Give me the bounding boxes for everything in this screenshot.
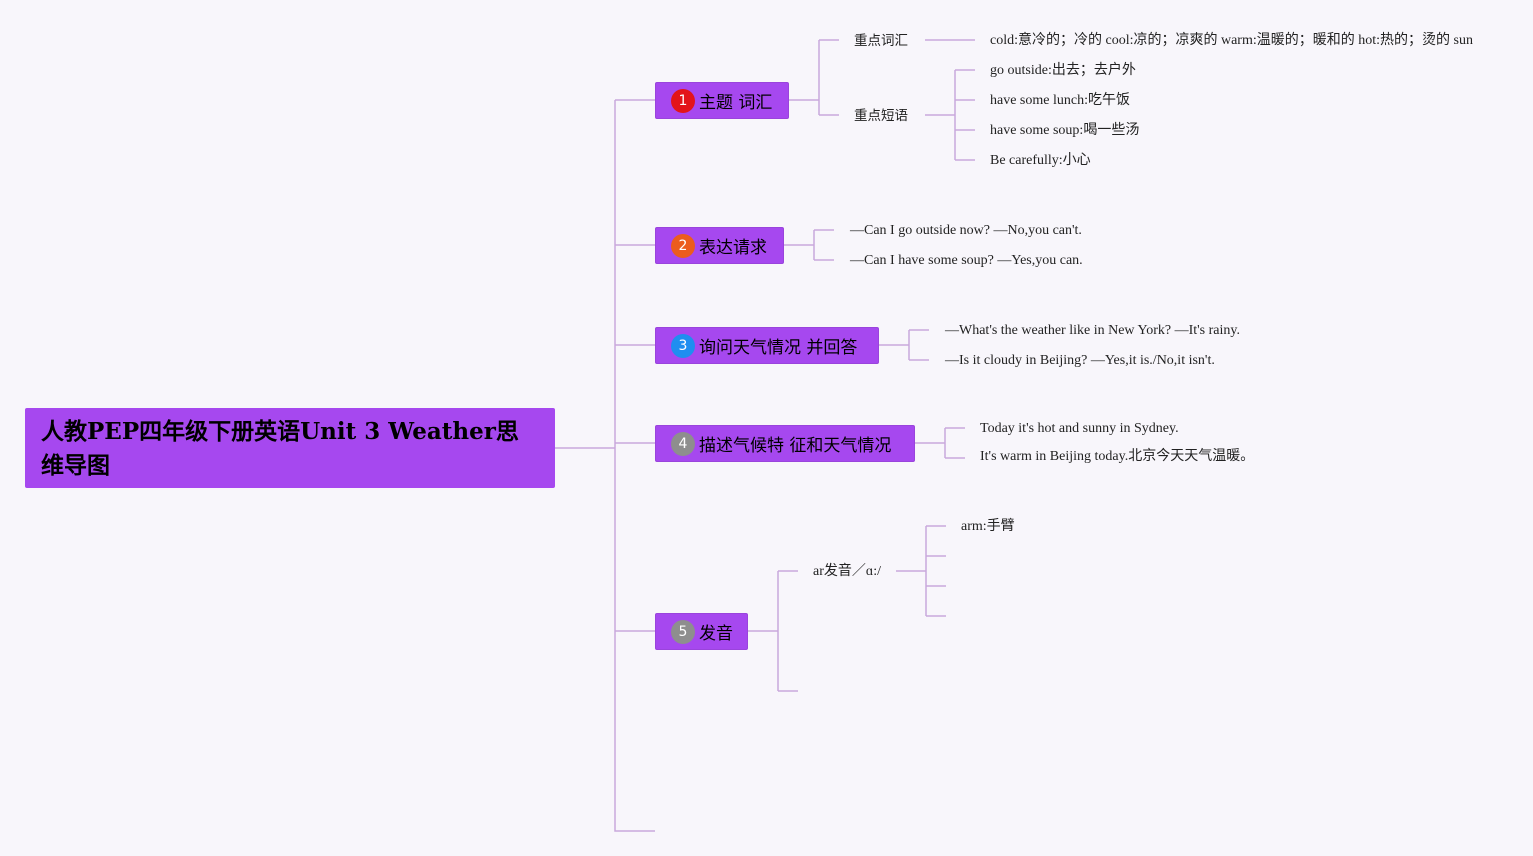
topic-5-label: 发音 bbox=[699, 624, 733, 644]
leaf-weather-question-1[interactable]: —What's the weather like in New York? —I… bbox=[945, 323, 1240, 338]
priority-1-icon: 1 bbox=[671, 88, 695, 113]
leaf-key-words-list[interactable]: cold:意冷的；冷的 cool:凉的；凉爽的 warm:温暖的；暖和的 hot… bbox=[990, 33, 1473, 48]
topic-1-node[interactable]: 1 主题 词汇 bbox=[655, 82, 789, 119]
topic-2-node[interactable]: 2 表达请求 bbox=[655, 227, 784, 264]
priority-4-icon: 4 bbox=[671, 431, 695, 456]
priority-5-icon: 5 bbox=[671, 619, 695, 644]
topic-3-node[interactable]: 3 询问天气情况 并回答 bbox=[655, 327, 879, 364]
subtopic-key-words[interactable]: 重点词汇 bbox=[854, 33, 908, 49]
subtopic-key-phrases[interactable]: 重点短语 bbox=[854, 108, 908, 124]
root-topic[interactable]: 人教PEP四年级下册英语Unit 3 Weather思维导图 bbox=[25, 408, 555, 488]
priority-3-icon: 3 bbox=[671, 333, 695, 358]
topic-2-label: 表达请求 bbox=[699, 238, 767, 258]
leaf-request-2[interactable]: —Can I have some soup? —Yes,you can. bbox=[850, 253, 1083, 268]
leaf-weather-question-2[interactable]: —Is it cloudy in Beijing? —Yes,it is./No… bbox=[945, 353, 1215, 368]
priority-2-icon: 2 bbox=[671, 233, 695, 258]
leaf-arm[interactable]: arm:手臂 bbox=[961, 519, 1015, 534]
leaf-phrase-be-careful[interactable]: Be carefully:小心 bbox=[990, 153, 1091, 168]
topic-5-node[interactable]: 5 发音 bbox=[655, 613, 748, 650]
subtopic-ar-sound[interactable]: ar发音／ɑ:/ bbox=[813, 564, 881, 579]
topic-3-label: 询问天气情况 并回答 bbox=[699, 338, 858, 358]
topic-4-label: 描述气候特 征和天气情况 bbox=[699, 436, 892, 456]
leaf-request-1[interactable]: —Can I go outside now? —No,you can't. bbox=[850, 223, 1082, 238]
leaf-phrase-go-outside[interactable]: go outside:出去；去户外 bbox=[990, 63, 1136, 78]
leaf-phrase-have-lunch[interactable]: have some lunch:吃午饭 bbox=[990, 93, 1130, 108]
leaf-describe-1[interactable]: Today it's hot and sunny in Sydney. bbox=[980, 421, 1179, 436]
topic-4-node[interactable]: 4 描述气候特 征和天气情况 bbox=[655, 425, 915, 462]
leaf-phrase-have-soup[interactable]: have some soup:喝一些汤 bbox=[990, 123, 1140, 138]
leaf-describe-2[interactable]: It's warm in Beijing today.北京今天天气温暖。 bbox=[980, 449, 1255, 464]
topic-1-label: 主题 词汇 bbox=[699, 93, 773, 113]
